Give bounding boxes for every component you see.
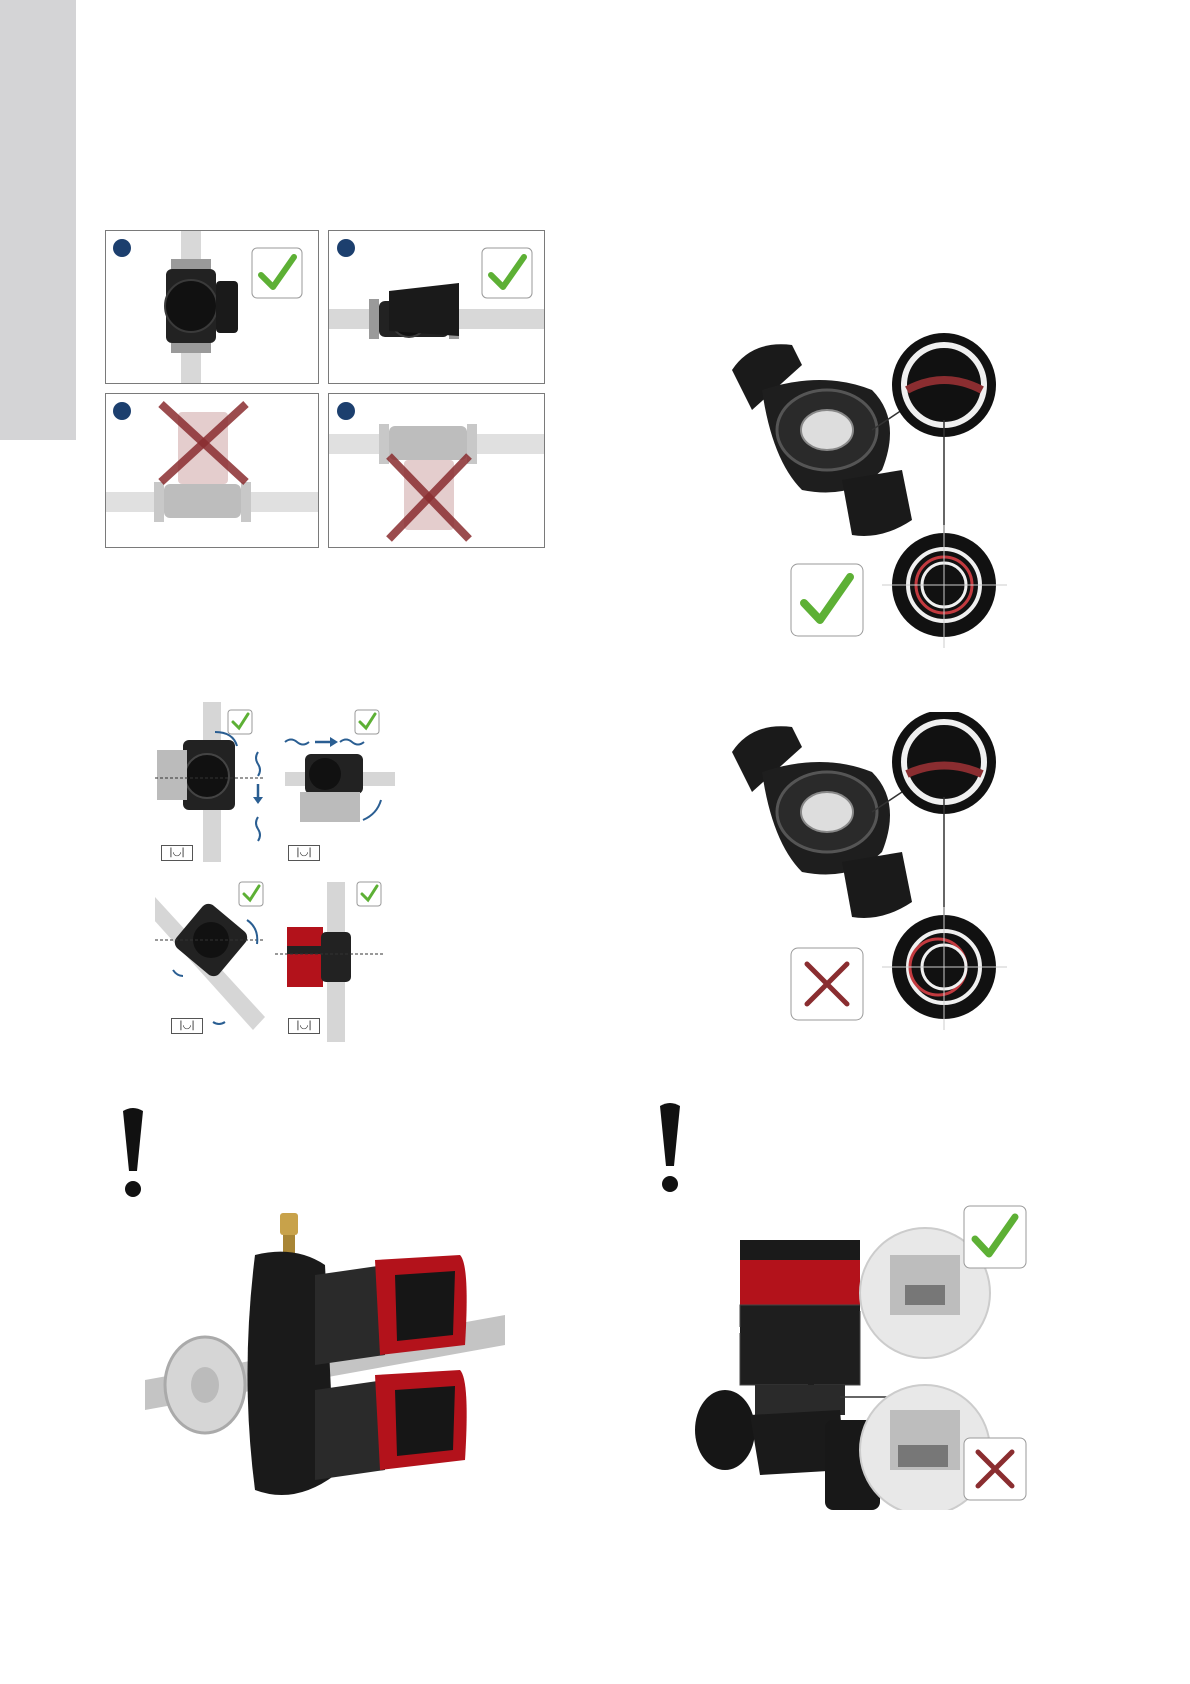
level-label: |◡|	[288, 1018, 320, 1034]
mounting-panel-3	[105, 393, 319, 548]
badge-4	[337, 402, 355, 420]
angle-item-vertical	[155, 702, 265, 862]
twin-pump-illustration	[145, 1205, 505, 1510]
badge-2	[337, 239, 355, 257]
cross-icon	[790, 947, 864, 1021]
check-icon	[251, 247, 303, 299]
section-tab	[0, 0, 76, 440]
level-label: |◡|	[161, 845, 193, 861]
badge-3	[113, 402, 131, 420]
angle-item-horizontal	[285, 710, 395, 822]
check-icon	[481, 247, 533, 299]
check-icon	[790, 563, 864, 637]
installation-angles-figure	[155, 702, 395, 1042]
mounting-panel-4	[328, 393, 545, 548]
mounting-panel-1	[105, 230, 319, 384]
exclamation-icon	[113, 1105, 153, 1205]
badge-1	[113, 239, 131, 257]
cross-icon	[963, 1437, 1027, 1501]
level-label: |◡|	[171, 1018, 203, 1034]
motor-below-pump-illustration	[329, 394, 544, 547]
motor-down-pump-illustration	[106, 394, 318, 547]
angle-item-angled	[155, 882, 265, 1030]
level-label: |◡|	[288, 845, 320, 861]
check-icon	[963, 1205, 1027, 1269]
mounting-panel-2	[328, 230, 545, 384]
exclamation-icon	[650, 1100, 690, 1200]
